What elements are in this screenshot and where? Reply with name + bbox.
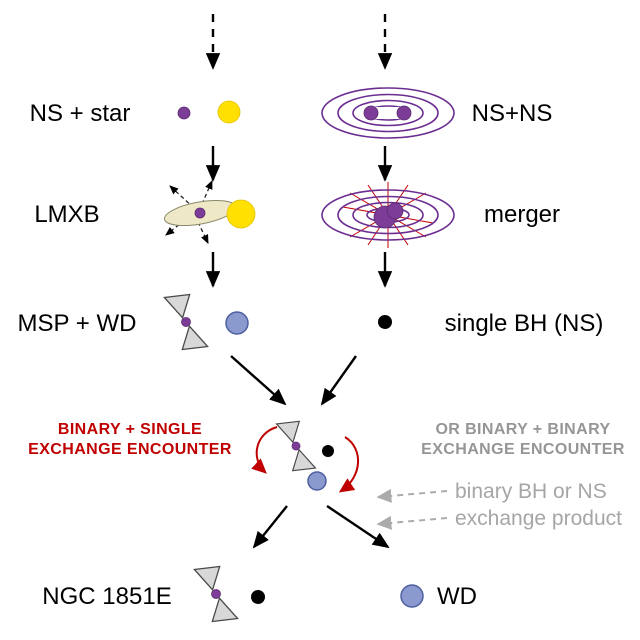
msp-wd-pair-icon: [163, 288, 249, 356]
label-merger: merger: [484, 201, 560, 228]
diverge-arrow-right: [326, 505, 390, 549]
neutron-star-dot-icon: [177, 106, 191, 120]
black-hole-dot-icon: [251, 590, 265, 604]
label-ns-plus-star: NS + star: [30, 100, 131, 127]
merger-icon: [321, 182, 455, 248]
note-binary-bh-or-ns: binary BH or NS: [455, 480, 607, 503]
label-binary-binary-line1: OR BINARY + BINARY: [435, 421, 610, 438]
neutron-star-dot-icon: [194, 207, 206, 219]
label-ngc-1851e: NGC 1851E: [42, 583, 171, 610]
pulsar-beams-icon: [193, 560, 239, 628]
yellow-star-icon: [217, 100, 241, 124]
converge-arrow-left: [230, 355, 287, 406]
ns-ns-binary-icon: [321, 87, 455, 139]
label-binary-binary-line2: EXCHANGE ENCOUNTER: [421, 441, 625, 458]
ngc1851e-system-icon: [193, 560, 265, 628]
note-exchange-product: exchange product: [455, 507, 622, 530]
outflow-arrow-icon: [197, 221, 209, 244]
black-hole-dot-icon: [322, 445, 334, 457]
gray-dashed-arrow-icon: [376, 488, 448, 503]
red-curved-arrow-left: [251, 426, 278, 474]
diverge-arrow-left: [252, 505, 288, 549]
label-ns-ns: NS+NS: [472, 100, 553, 127]
label-lmxb: LMXB: [34, 201, 99, 228]
yellow-star-icon: [226, 199, 256, 229]
neutron-star-dot-icon: [396, 105, 412, 121]
label-binary-single-line2: EXCHANGE ENCOUNTER: [28, 441, 232, 458]
lmxb-accretion-icon: [163, 180, 256, 244]
label-binary-single-line1: BINARY + SINGLE: [58, 421, 202, 438]
pulsar-beams-icon: [163, 288, 209, 356]
black-hole-dot-icon: [378, 315, 392, 329]
red-curved-arrow-right: [338, 436, 360, 493]
white-dwarf-icon: [225, 311, 249, 335]
label-msp-wd: MSP + WD: [18, 310, 137, 337]
white-dwarf-icon: [307, 471, 327, 491]
gray-dashed-arrow-icon: [376, 515, 448, 530]
outflow-arrow-icon: [169, 185, 195, 209]
ns-star-pair-icon: [177, 100, 241, 124]
label-single-bh-ns: single BH (NS): [445, 310, 604, 337]
exchange-encounter-icon: [251, 416, 360, 493]
merging-ns-blob: [386, 202, 404, 220]
converge-arrow-right: [320, 355, 357, 406]
white-dwarf-icon: [400, 584, 424, 608]
neutron-star-dot-icon: [363, 105, 379, 121]
label-wd: WD: [437, 583, 477, 610]
pulsar-beams-icon: [275, 416, 317, 476]
